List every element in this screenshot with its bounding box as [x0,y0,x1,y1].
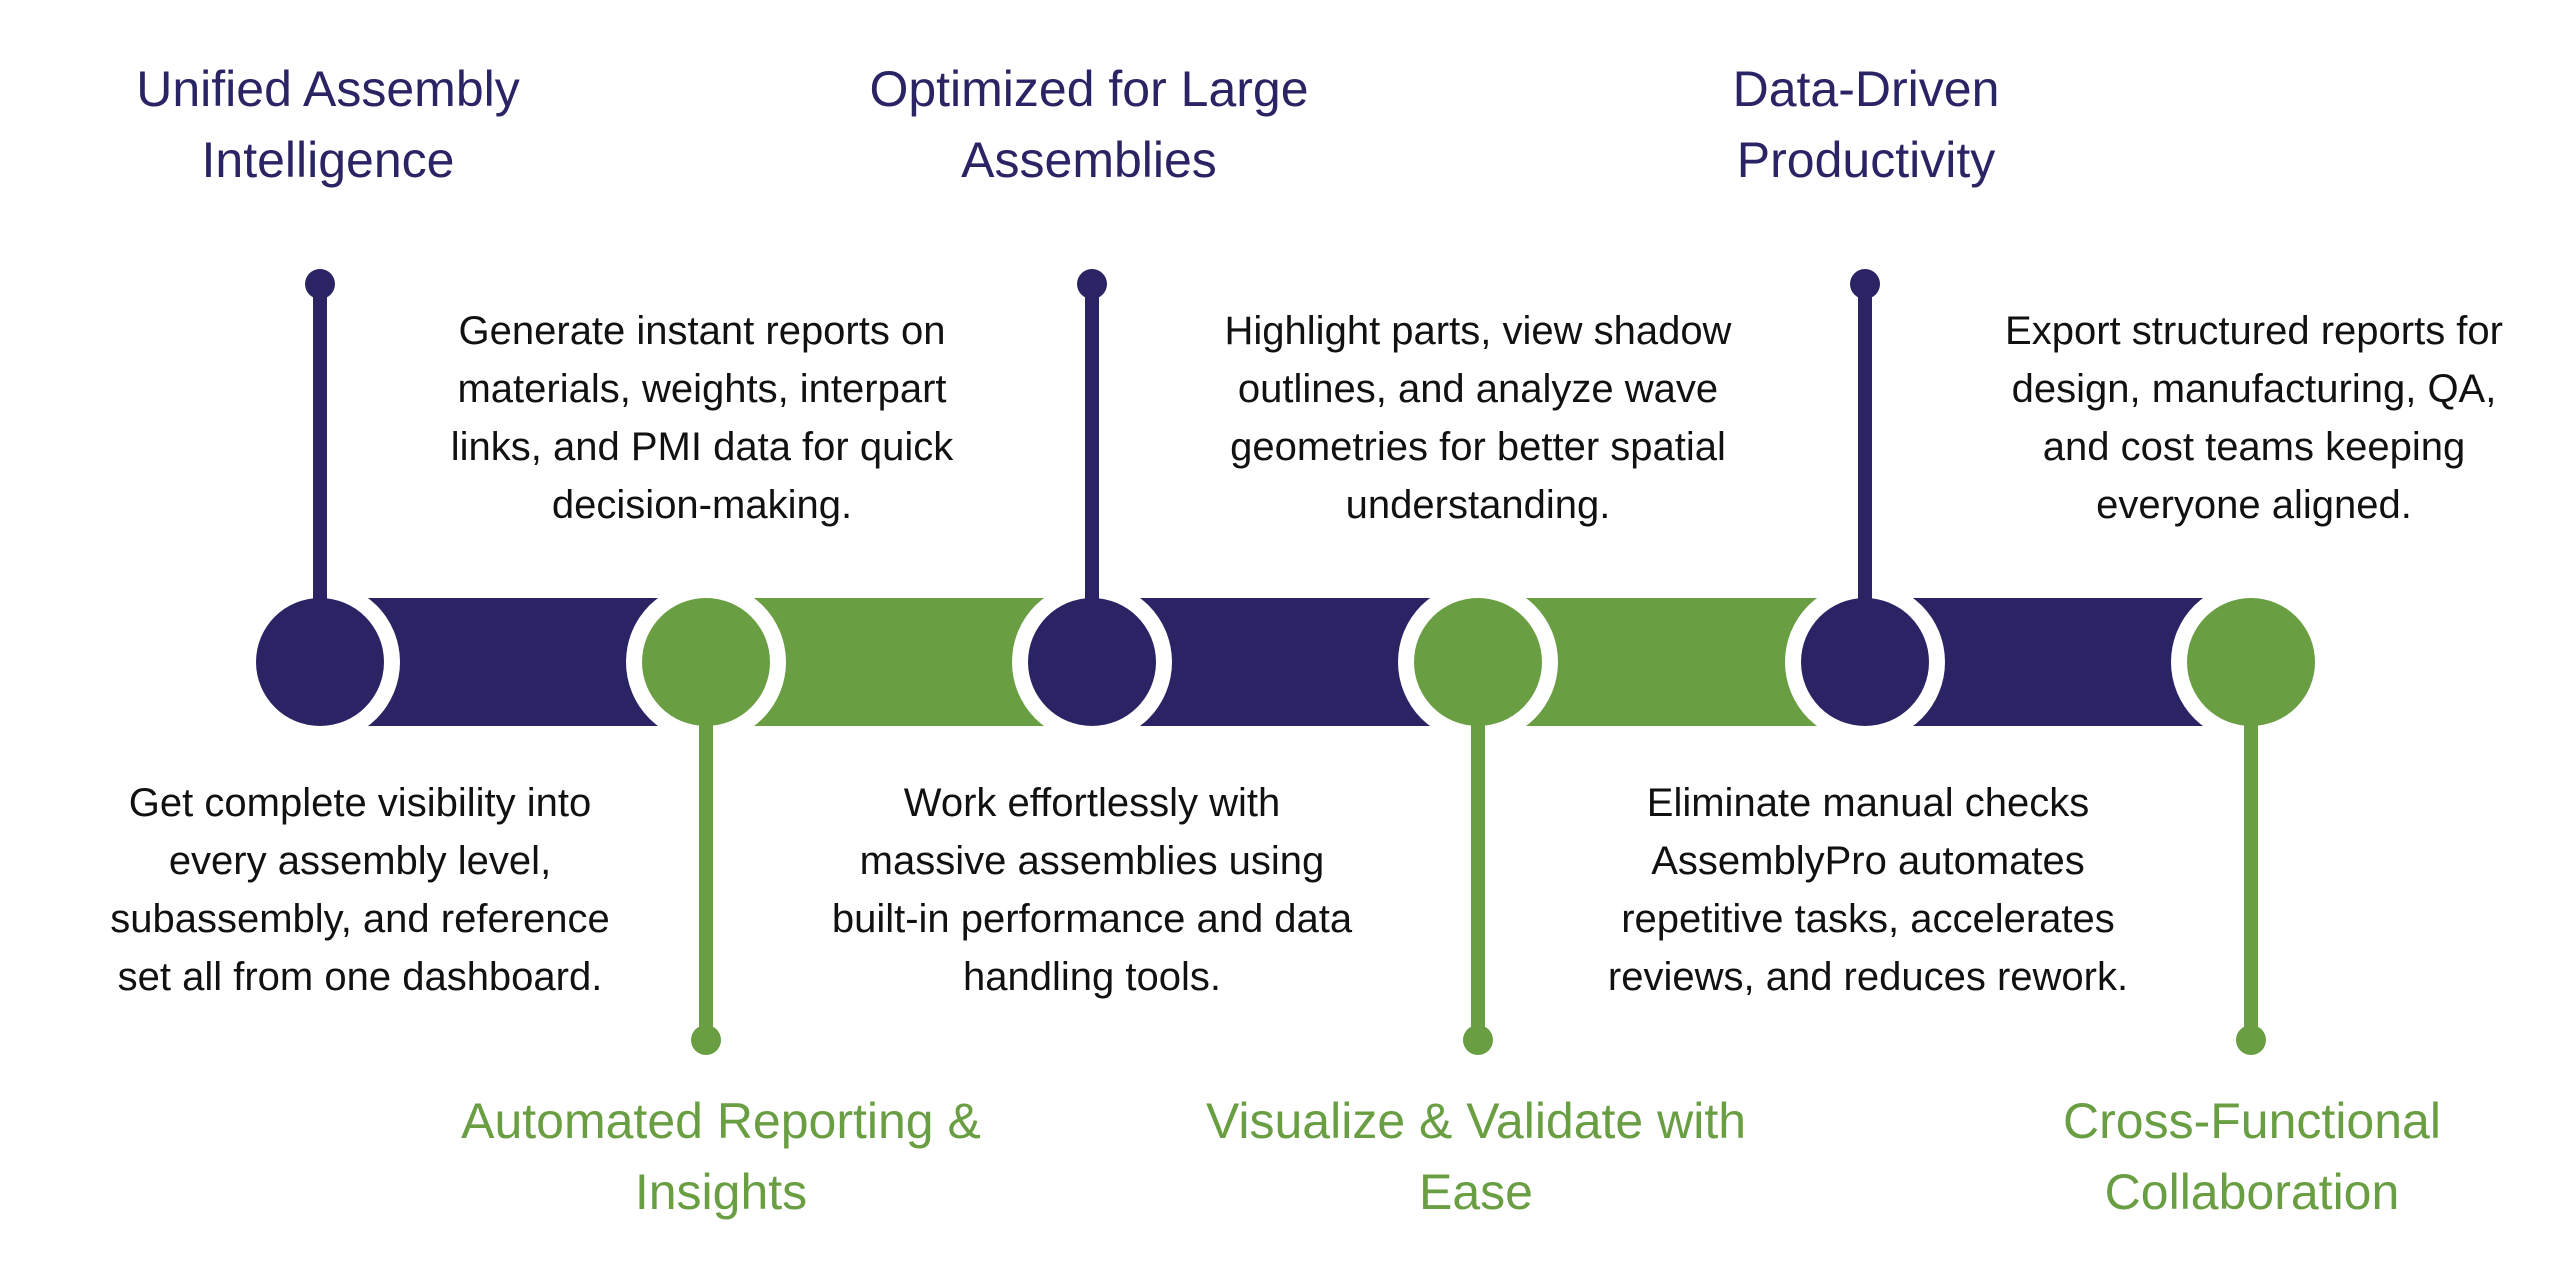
milestone-3-stem [1085,284,1099,662]
milestone-1-title: Unified Assembly Intelligence [136,61,520,188]
milestone-6-node [2187,598,2315,726]
milestone-2-stem [699,662,713,1040]
milestone-1-end-dot [305,269,335,299]
milestone-6-end-dot [2236,1025,2266,1055]
milestone-1-description: Get complete visibility into every assem… [110,781,610,999]
milestone-6-title: Cross-Functional Collaboration [2063,1093,2441,1220]
milestone-5-stem [1858,284,1872,662]
milestone-3-description: Work effortlessly with massive assemblie… [831,781,1353,999]
milestone-4-node [1414,598,1542,726]
milestone-5-title: Data-Driven Productivity [1732,61,2000,188]
milestone-2-node [642,598,770,726]
milestone-6-stem [2244,662,2258,1040]
milestone-2-description: Generate instant reports on materials, w… [450,309,954,527]
milestone-3-title: Optimized for Large Assemblies [869,61,1309,188]
milestone-2-end-dot [691,1025,721,1055]
milestone-5-end-dot [1850,269,1880,299]
milestone-4-stem [1471,662,1485,1040]
milestone-5-node [1801,598,1929,726]
milestone-3-node [1028,598,1156,726]
milestone-4-description: Highlight parts, view shadow outlines, a… [1224,309,1732,527]
milestone-4-title: Visualize & Validate with Ease [1205,1093,1747,1220]
milestone-4-end-dot [1463,1025,1493,1055]
milestone-1-stem [313,284,327,662]
milestone-6-description: Export structured reports for design, ma… [2005,309,2503,527]
milestone-5-description: Eliminate manual checks AssemblyPro auto… [1607,781,2129,999]
milestone-3-end-dot [1077,269,1107,299]
milestone-1-node [256,598,384,726]
milestone-2-title: Automated Reporting & Insights [461,1093,981,1220]
